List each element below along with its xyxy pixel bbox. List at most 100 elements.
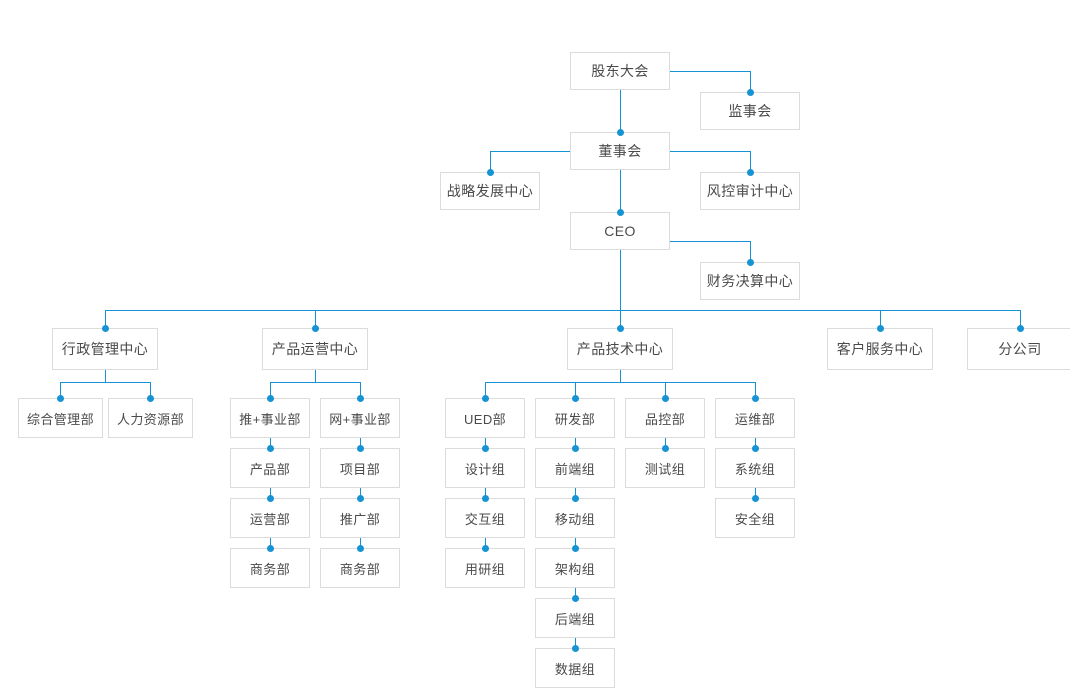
edge-dot-devops: [752, 395, 759, 402]
node-biz-dept-1[interactable]: 商务部: [230, 548, 310, 588]
node-data-team[interactable]: 数据组: [535, 648, 615, 688]
node-supervisors[interactable]: 监事会: [700, 92, 800, 130]
edge-ceo-finance-v: [750, 241, 751, 262]
node-userresearch-team[interactable]: 用研组: [445, 548, 525, 588]
node-mobile-team[interactable]: 移动组: [535, 498, 615, 538]
node-qa[interactable]: 品控部: [625, 398, 705, 438]
edge-dot-test-team: [662, 445, 669, 452]
edge-qa-test-v: [665, 438, 666, 450]
edge-tui-product-v: [270, 438, 271, 450]
node-frontend-team[interactable]: 前端组: [535, 448, 615, 488]
node-tui-biz[interactable]: 推+事业部: [230, 398, 310, 438]
node-wang-biz[interactable]: 网+事业部: [320, 398, 400, 438]
node-ops-dept[interactable]: 运营部: [230, 498, 310, 538]
edge-dot-riskaudit: [747, 169, 754, 176]
edge-admin-general-v: [60, 382, 61, 398]
node-backend-team[interactable]: 后端组: [535, 598, 615, 638]
node-interaction-team[interactable]: 交互组: [445, 498, 525, 538]
edge-shareholders-supervisors-h: [670, 71, 751, 72]
edge-board-strategy-v: [490, 151, 491, 172]
node-project-dept[interactable]: 项目部: [320, 448, 400, 488]
edge-dot-mobile-team: [572, 495, 579, 502]
node-security-team[interactable]: 安全组: [715, 498, 795, 538]
edge-bus-prodops-v: [315, 310, 316, 328]
main-distribution-bus: [105, 310, 1020, 311]
edge-prodtech-qa-v: [665, 382, 666, 398]
edge-dot-prodtech: [617, 325, 624, 332]
node-general-mgmt[interactable]: 综合管理部: [18, 398, 103, 438]
node-prodops[interactable]: 产品运营中心: [262, 328, 368, 370]
edge-dot-design-team: [482, 445, 489, 452]
edge-dot-system-team: [752, 445, 759, 452]
edge-mobile-architecture-v: [575, 538, 576, 550]
node-hr[interactable]: 人力资源部: [108, 398, 193, 438]
node-test-team[interactable]: 测试组: [625, 448, 705, 488]
edge-board-strategy-h: [490, 151, 570, 152]
edge-dot-ceo: [617, 209, 624, 216]
edge-dot-finance: [747, 259, 754, 266]
node-system-team[interactable]: 系统组: [715, 448, 795, 488]
node-board[interactable]: 董事会: [570, 132, 670, 170]
edge-dot-prodops: [312, 325, 319, 332]
edge-dot-security-team: [752, 495, 759, 502]
edge-system-security-v: [755, 488, 756, 500]
node-biz-dept-2[interactable]: 商务部: [320, 548, 400, 588]
edge-backend-data-v: [575, 638, 576, 650]
edge-dot-architecture-team: [572, 545, 579, 552]
node-product-dept[interactable]: 产品部: [230, 448, 310, 488]
edge-dot-ued: [482, 395, 489, 402]
node-design-team[interactable]: 设计组: [445, 448, 525, 488]
edge-prodtech-subbus-v: [620, 370, 621, 382]
node-shareholders[interactable]: 股东大会: [570, 52, 670, 90]
node-ued[interactable]: UED部: [445, 398, 525, 438]
prodtech-sub-bus: [485, 382, 755, 383]
edge-dot-branch: [1017, 325, 1024, 332]
node-riskaudit[interactable]: 风控审计中心: [700, 172, 800, 210]
node-custserv[interactable]: 客户服务中心: [827, 328, 933, 370]
edge-dot-admin: [102, 325, 109, 332]
edge-dot-board: [617, 129, 624, 136]
edge-prodops-tui-v: [270, 382, 271, 398]
edge-dot-biz-dept-2: [357, 545, 364, 552]
node-branch[interactable]: 分公司: [967, 328, 1070, 370]
edge-prodops-wang-v: [360, 382, 361, 398]
node-admin[interactable]: 行政管理中心: [52, 328, 158, 370]
edge-board-riskaudit-v: [750, 151, 751, 172]
edge-product-ops-v: [270, 488, 271, 500]
edge-frontend-mobile-v: [575, 488, 576, 500]
edge-dot-interaction-team: [482, 495, 489, 502]
edge-ops-biz1-v: [270, 538, 271, 550]
node-ceo[interactable]: CEO: [570, 212, 670, 250]
node-finance[interactable]: 财务决算中心: [700, 262, 800, 300]
edge-bus-custserv-v: [880, 310, 881, 328]
edge-prodops-subbus-v: [315, 370, 316, 382]
edge-ued-design-v: [485, 438, 486, 450]
node-promo-dept[interactable]: 推广部: [320, 498, 400, 538]
edge-dot-general-mgmt: [57, 395, 64, 402]
node-devops[interactable]: 运维部: [715, 398, 795, 438]
edge-dot-data-team: [572, 645, 579, 652]
node-prodtech[interactable]: 产品技术中心: [567, 328, 673, 370]
edge-promo-biz2-v: [360, 538, 361, 550]
edge-design-interaction-v: [485, 488, 486, 500]
edge-dot-biz-dept-1: [267, 545, 274, 552]
edge-admin-subbus-v: [105, 370, 106, 382]
edge-project-promo-v: [360, 488, 361, 500]
edge-interaction-userresearch-v: [485, 538, 486, 550]
edge-dot-userresearch-team: [482, 545, 489, 552]
edge-prodtech-devops-v: [755, 382, 756, 398]
edge-ceo-finance-h: [670, 241, 751, 242]
edge-dot-product-dept: [267, 445, 274, 452]
edge-bus-branch-v: [1020, 310, 1021, 328]
edge-architecture-backend-v: [575, 588, 576, 600]
admin-sub-bus: [60, 382, 150, 383]
node-architecture-team[interactable]: 架构组: [535, 548, 615, 588]
node-strategy[interactable]: 战略发展中心: [440, 172, 540, 210]
edge-admin-hr-v: [150, 382, 151, 398]
node-rnd[interactable]: 研发部: [535, 398, 615, 438]
edge-bus-prodtech-v: [620, 310, 621, 328]
edge-shareholders-board-v: [620, 90, 621, 132]
edge-board-riskaudit-h: [670, 151, 751, 152]
edge-dot-rnd: [572, 395, 579, 402]
